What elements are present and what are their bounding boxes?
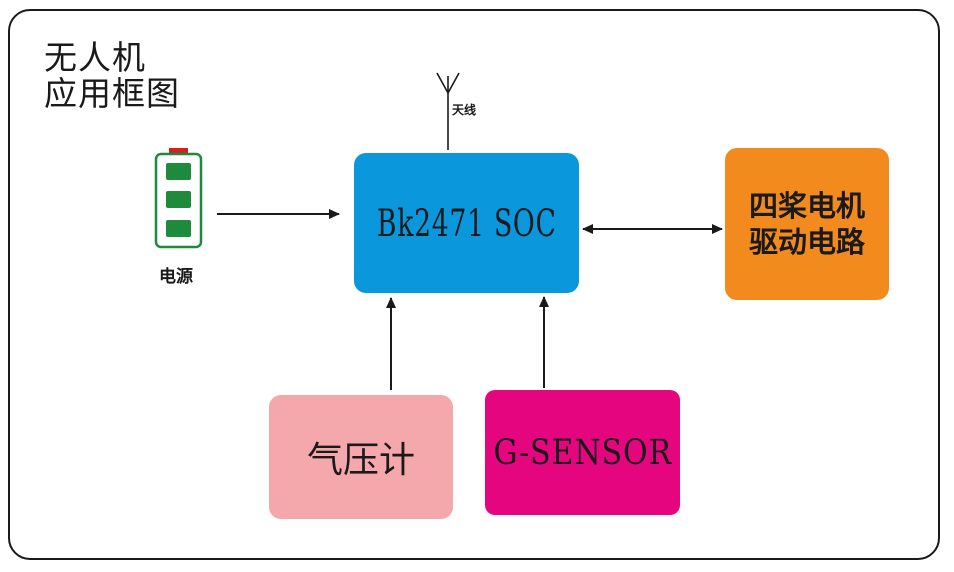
diagram-title-line2: 应用框图 xyxy=(44,74,180,113)
gsensor-block: G-SENSOR xyxy=(485,390,680,515)
battery-icon xyxy=(154,148,203,249)
barometer-block: 气压计 xyxy=(269,395,453,519)
soc-block: Bk2471 SOC xyxy=(354,153,579,293)
gsensor-label: G-SENSOR xyxy=(493,432,672,473)
motor-label-line2: 驱动电路 xyxy=(748,225,865,259)
motor-label-line1: 四桨电机 xyxy=(748,189,865,223)
antenna-icon xyxy=(436,72,460,150)
barometer-label: 气压计 xyxy=(306,440,415,481)
diagram-title-line1: 无人机 xyxy=(44,38,146,77)
soc-label: Bk2471 SOC xyxy=(376,201,557,245)
antenna-label: 天线 xyxy=(452,103,477,117)
power-label: 电源 xyxy=(159,267,193,287)
diagram-frame xyxy=(8,9,940,560)
motor-driver-block: 四桨电机 驱动电路 xyxy=(725,148,889,300)
